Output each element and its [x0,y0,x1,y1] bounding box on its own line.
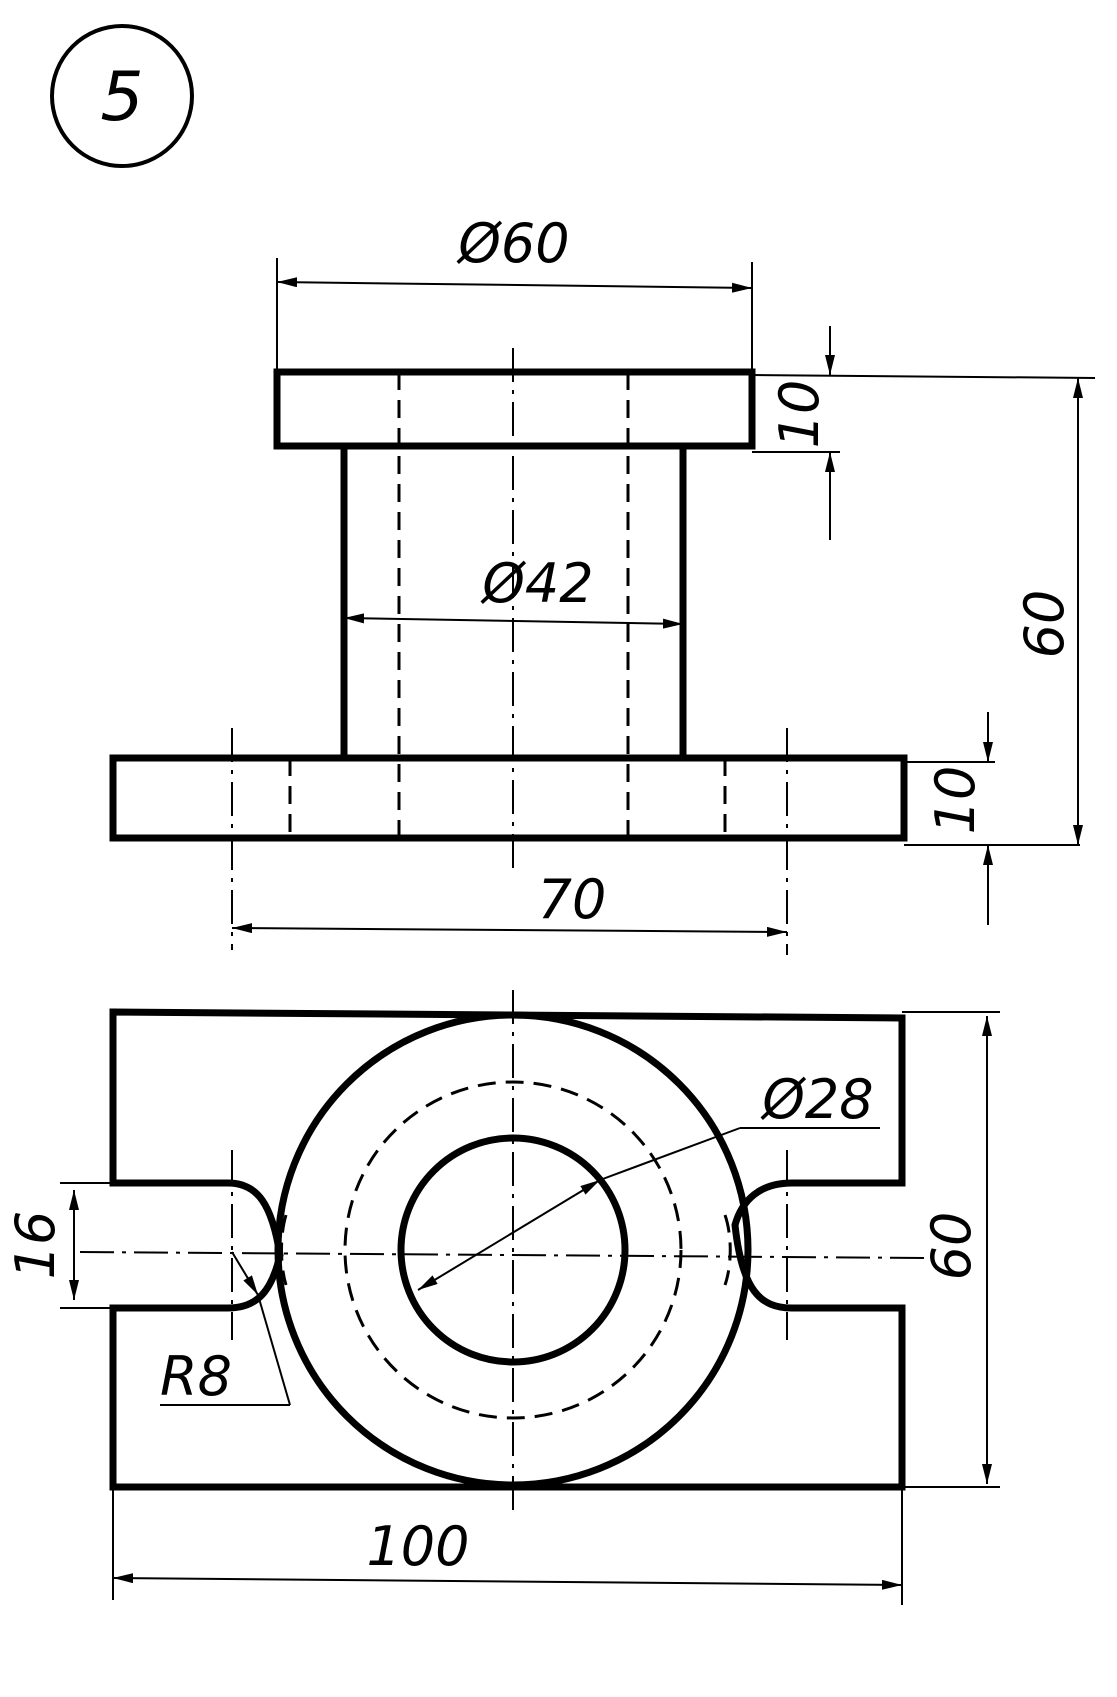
plan-centerline-horizontal [79,1251,931,1259]
bore-circle [397,1134,629,1366]
drawing-number-badge: 5 [50,24,194,168]
dim-plan-length: 100 [366,1515,469,1578]
dim-fillet-radius: R8 [160,1345,232,1408]
dim-total-height: 60 [1013,590,1076,659]
neck-hidden-circle [343,1080,683,1420]
dim-top-flange-thickness: 10 [768,380,831,449]
dim-plan-depth: 60 [920,1212,983,1281]
dim-bottom-flange-thickness: 10 [924,766,987,835]
top-flange [273,368,756,450]
dim-neck-dia: Ø42 [480,552,593,615]
front-view: Ø60 Ø42 10 10 60 70 [109,212,1096,955]
drawing-number: 5 [100,58,143,137]
dim-flange-top-dia: Ø60 [456,212,569,275]
dim-bore-dia: Ø28 [760,1068,873,1131]
plan-outline [109,1008,906,1491]
dim-hole-spacing: 70 [538,868,607,931]
bottom-flange [109,754,908,842]
top-view: Ø28 16 R8 60 100 [4,990,1000,1605]
dim-slot-width: 16 [4,1211,67,1280]
